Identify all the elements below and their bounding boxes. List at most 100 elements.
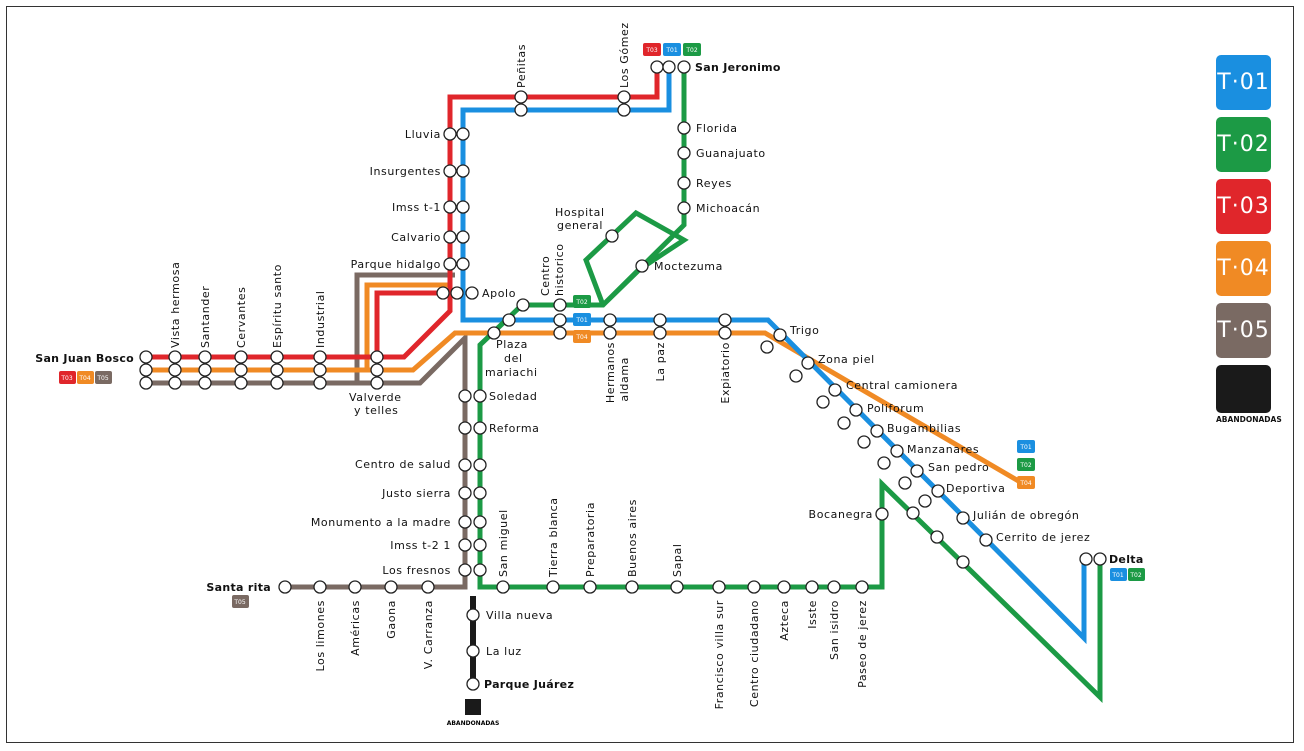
legend-button-abandoned[interactable] [1216,365,1271,413]
station-label-los-fresnos[interactable]: Los fresnos [382,564,451,577]
station-label-centro-salud[interactable]: Centro de salud [355,458,451,471]
station-label-justo-sierra[interactable]: Justo sierra [381,487,451,500]
legend-button-t02[interactable]: T·02 [1216,117,1271,172]
station-label-isste[interactable]: Isste [806,600,819,629]
station-label-vista-hermosa[interactable]: Vista hermosa [169,262,182,348]
station-label-julian-obregon[interactable]: Julián de obregón [972,509,1079,522]
svg-text:T02: T02 [1129,572,1141,579]
station-label-michoacan[interactable]: Michoacán [696,202,760,215]
station-label-insurgentes[interactable]: Insurgentes [370,165,441,178]
station-label-la-luz[interactable]: La luz [486,645,522,658]
station-label-la-paz[interactable]: La paz [654,342,667,381]
station-label-san-juan-bosco[interactable]: San Juan Bosco [35,352,134,365]
station-label-san-isidro[interactable]: San isidro [828,600,841,660]
station-label-trigo[interactable]: Trigo [789,324,819,337]
station-label-penitas[interactable]: Peñitas [515,44,528,88]
station-label-calvario[interactable]: Calvario [391,231,441,244]
station-label-industrial[interactable]: Industrial [314,290,327,348]
svg-text:T04: T04 [575,334,587,341]
station-label-los-limones[interactable]: Los limones [314,600,327,672]
svg-text:T05: T05 [233,599,245,606]
station-label-hermanos-1[interactable]: Hermanos [604,342,617,403]
station-label-plaza-2[interactable]: del [504,352,523,365]
station-label-imss-t1[interactable]: Imss t-1 [392,201,441,214]
station-label-valverde-1[interactable]: Valverde [349,391,402,404]
svg-text:T02: T02 [575,299,587,306]
station-label-parque-hidalgo[interactable]: Parque hidalgo [351,258,441,271]
station-label-guanajuato[interactable]: Guanajuato [696,147,766,160]
station-label-americas[interactable]: Américas [349,600,362,656]
station-label-v-carranza[interactable]: V. Carranza [422,600,435,669]
station-label-gaona[interactable]: Gaona [385,600,398,639]
legend-button-t04[interactable]: T·04 [1216,241,1271,296]
station-label-santa-rita[interactable]: Santa rita [206,581,271,594]
station-label-san-pedro[interactable]: San pedro [928,461,989,474]
route-line-t01 [460,67,1087,645]
station-label-manzanares[interactable]: Manzanares [907,443,979,456]
station-label-zona-piel[interactable]: Zona piel [818,353,875,366]
station-label-los-gomez[interactable]: Los Gómez [618,22,631,88]
station-label-villa-nueva[interactable]: Villa nueva [486,609,553,622]
station-label-bugambilias[interactable]: Bugambilias [887,422,961,435]
station-label-florida[interactable]: Florida [696,122,738,135]
svg-text:T01: T01 [1019,444,1031,451]
line-badges [59,43,1145,715]
station-label-poliforum[interactable]: Poliforum [867,402,924,415]
station-label-buenos-aires[interactable]: Buenos aires [626,499,639,577]
station-label-preparatoria[interactable]: Preparatoria [584,502,597,577]
station-label-centro-historico-1[interactable]: Centro [539,256,552,296]
legend-button-t01[interactable]: T·01 [1216,55,1271,110]
station-label-valverde-2[interactable]: y telles [354,404,399,417]
map-frame [6,6,1294,743]
station-label-san-miguel[interactable]: San miguel [497,509,510,577]
station-label-cervantes[interactable]: Cervantes [235,287,248,348]
station-markers [139,60,1107,691]
svg-text:T01: T01 [575,317,587,324]
svg-text:T01: T01 [1111,572,1123,579]
station-label-san-jeronimo[interactable]: San Jeronimo [695,61,781,74]
svg-text:T05: T05 [96,375,108,382]
station-label-hospital-general-1[interactable]: Hospital [555,206,605,219]
station-label-parque-juarez[interactable]: Parque Juárez [484,678,574,691]
station-label-deportiva[interactable]: Deportiva [946,482,1006,495]
svg-text:T04: T04 [1019,480,1031,487]
station-label-reforma[interactable]: Reforma [489,422,540,435]
station-label-francisco-villa-sur[interactable]: Francisco villa sur [713,600,726,709]
station-label-soledad[interactable]: Soledad [489,390,537,403]
line-legend: T·01 T·02 T·03 T·04 T·05 ABANDONADAS [1216,55,1282,424]
station-label-sapal[interactable]: Sapal [671,543,684,577]
station-label-monumento-madre[interactable]: Monumento a la madre [311,516,451,529]
station-label-hospital-general-2[interactable]: general [557,219,603,232]
legend-button-t03[interactable]: T·03 [1216,179,1271,234]
station-label-azteca[interactable]: Azteca [778,600,791,641]
svg-text:T02: T02 [1019,462,1031,469]
svg-text:T03: T03 [645,47,657,54]
station-label-paseo-jerez[interactable]: Paseo de jerez [856,600,869,688]
abandonadas-small-label: ABANDONADAS [447,720,500,727]
station-label-plaza-3[interactable]: mariachi [485,366,538,379]
station-label-centro-ciudadano[interactable]: Centro ciudadano [748,600,761,707]
badge-texts: T03 T01 T02 T03 T04 T05 T02 T01 T04 T01 … [60,47,1141,606]
station-label-imss-t21[interactable]: Imss t-2 1 [390,539,451,552]
station-label-moctezuma[interactable]: Moctezuma [654,260,723,273]
station-label-hermanos-2[interactable]: aldama [618,357,631,402]
station-label-centro-historico-2[interactable]: historico [553,243,566,296]
station-label-bocanegra[interactable]: Bocanegra [809,508,873,521]
svg-text:T02: T02 [685,47,697,54]
station-label-espiritu-santo[interactable]: Espíritu santo [271,264,284,348]
station-label-delta[interactable]: Delta [1109,553,1144,566]
svg-text:T03: T03 [60,375,72,382]
legend-label-abandoned: ABANDONADAS [1216,415,1282,424]
station-label-lluvia[interactable]: Lluvia [405,128,441,141]
svg-text:T01: T01 [665,47,677,54]
station-label-central-camionera[interactable]: Central camionera [846,379,958,392]
station-label-reyes[interactable]: Reyes [696,177,732,190]
station-label-expiatorio[interactable]: Expiatorio [719,342,732,404]
station-label-apolo[interactable]: Apolo [482,287,516,300]
station-label-plaza-1[interactable]: Plaza [496,338,528,351]
station-label-santander[interactable]: Santander [199,286,212,348]
station-label-cerrito-jerez[interactable]: Cerrito de jerez [996,531,1090,544]
station-label-tierra-blanca[interactable]: Tierra blanca [547,497,560,578]
legend-button-t05[interactable]: T·05 [1216,303,1271,358]
